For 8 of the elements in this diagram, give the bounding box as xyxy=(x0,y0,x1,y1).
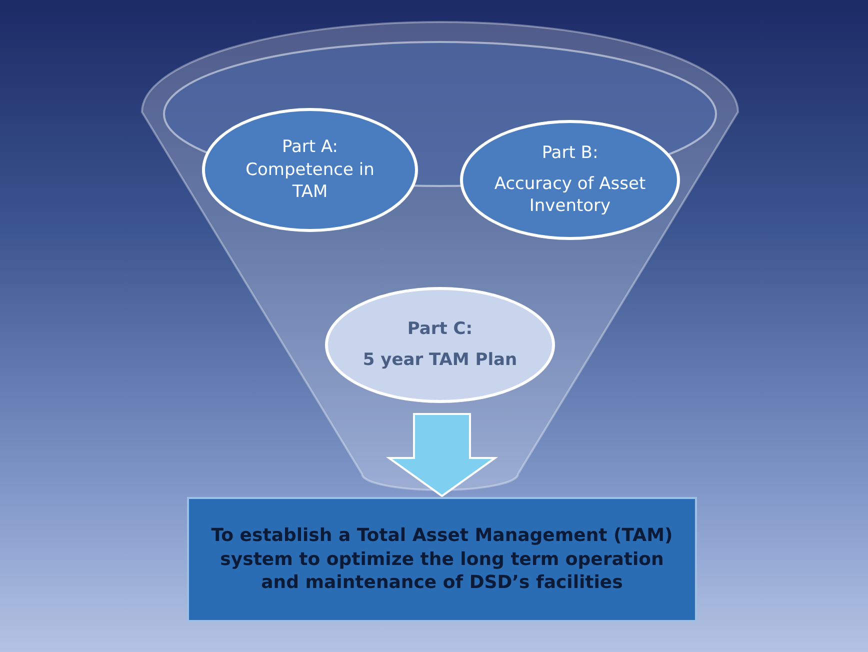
node-label: Part B: xyxy=(542,142,598,165)
node-label: Part C: xyxy=(407,318,473,341)
node-label: Part A: Competence in TAM xyxy=(244,136,376,204)
goal-text: To establish a Total Asset Management (TAM) system to optimize the long term operation and maintenance of DSD’s facilities xyxy=(210,524,674,595)
goal-box xyxy=(187,497,697,622)
node-label: Accuracy of Asset Inventory xyxy=(493,172,647,218)
block-arrow xyxy=(386,413,498,498)
node-label: 5 year TAM Plan xyxy=(362,349,518,372)
